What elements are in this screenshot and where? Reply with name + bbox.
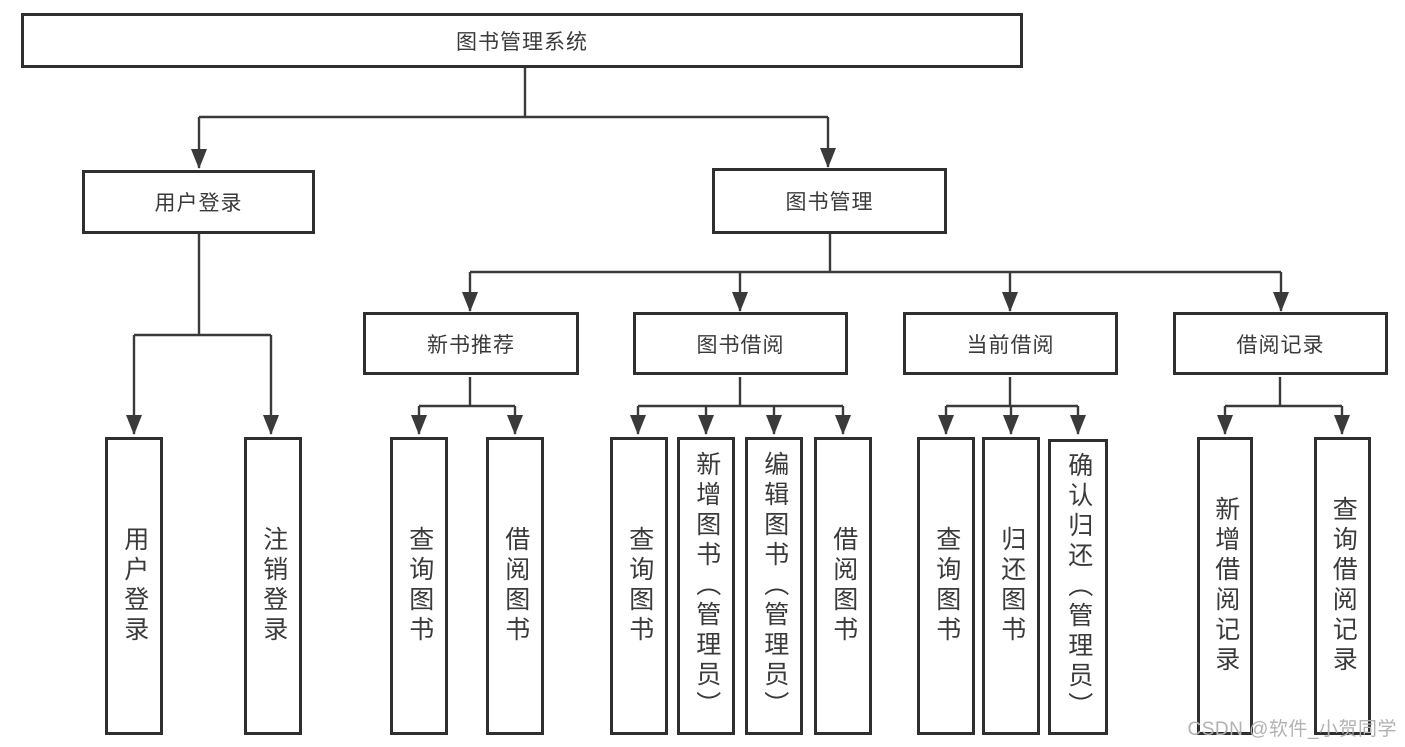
- leaf-borrow-books-2-label: 借阅图书: [829, 526, 858, 646]
- leaf-user-login: 用户登录: [105, 437, 163, 735]
- leaf-edit-book-admin-label: 编辑图书（管理员）: [760, 451, 789, 721]
- node-borrow-records-label: 借阅记录: [1236, 333, 1325, 357]
- leaf-query-books-3-label: 查询图书: [932, 526, 961, 646]
- node-root-label: 图书管理系统: [456, 30, 588, 54]
- node-book-borrow: 图书借阅: [633, 312, 848, 375]
- leaf-confirm-return-admin-label: 确认归还（管理员）: [1064, 452, 1093, 722]
- leaf-query-books-2-label: 查询图书: [625, 526, 654, 646]
- node-current-borrow-label: 当前借阅: [966, 333, 1055, 357]
- node-current-borrow: 当前借阅: [903, 312, 1118, 375]
- leaf-return-book: 归还图书: [982, 437, 1040, 735]
- leaf-query-books-3: 查询图书: [917, 437, 975, 735]
- node-book-borrow-label: 图书借阅: [696, 333, 785, 357]
- node-root: 图书管理系统: [21, 13, 1023, 68]
- leaf-borrow-books-1: 借阅图书: [486, 437, 544, 735]
- leaf-query-borrow-record: 查询借阅记录: [1314, 437, 1371, 735]
- connector-skeleton: [134, 68, 1342, 408]
- leaf-user-login-label: 用户登录: [120, 526, 149, 646]
- node-new-book-recommend-label: 新书推荐: [427, 333, 515, 357]
- leaf-query-borrow-record-label: 查询借阅记录: [1329, 496, 1358, 676]
- leaf-add-borrow-record-label: 新增借阅记录: [1211, 496, 1240, 676]
- leaf-add-book-admin-label: 新增图书（管理员）: [692, 451, 721, 721]
- leaf-logout-label: 注销登录: [259, 526, 288, 646]
- leaf-borrow-books-1-label: 借阅图书: [501, 526, 530, 646]
- leaf-logout: 注销登录: [244, 437, 302, 735]
- node-new-book-recommend: 新书推荐: [363, 312, 579, 375]
- watermark: CSDN @软件_小贺同学: [1187, 719, 1397, 740]
- leaf-borrow-books-2: 借阅图书: [814, 437, 872, 735]
- node-book-management-label: 图书管理: [785, 191, 874, 214]
- leaf-add-book-admin: 新增图书（管理员）: [677, 437, 735, 735]
- node-user-login: 用户登录: [82, 170, 315, 234]
- leaf-query-books-2: 查询图书: [610, 437, 668, 735]
- node-book-management: 图书管理: [712, 168, 947, 234]
- leaf-return-book-label: 归还图书: [997, 526, 1026, 646]
- leaf-edit-book-admin: 编辑图书（管理员）: [745, 437, 803, 735]
- leaf-query-books-1-label: 查询图书: [405, 526, 434, 646]
- node-user-login-label: 用户登录: [154, 192, 243, 215]
- leaf-add-borrow-record: 新增借阅记录: [1197, 437, 1253, 735]
- leaf-confirm-return-admin: 确认归还（管理员）: [1048, 439, 1108, 735]
- node-borrow-records: 借阅记录: [1173, 312, 1388, 375]
- leaf-query-books-1: 查询图书: [390, 437, 448, 735]
